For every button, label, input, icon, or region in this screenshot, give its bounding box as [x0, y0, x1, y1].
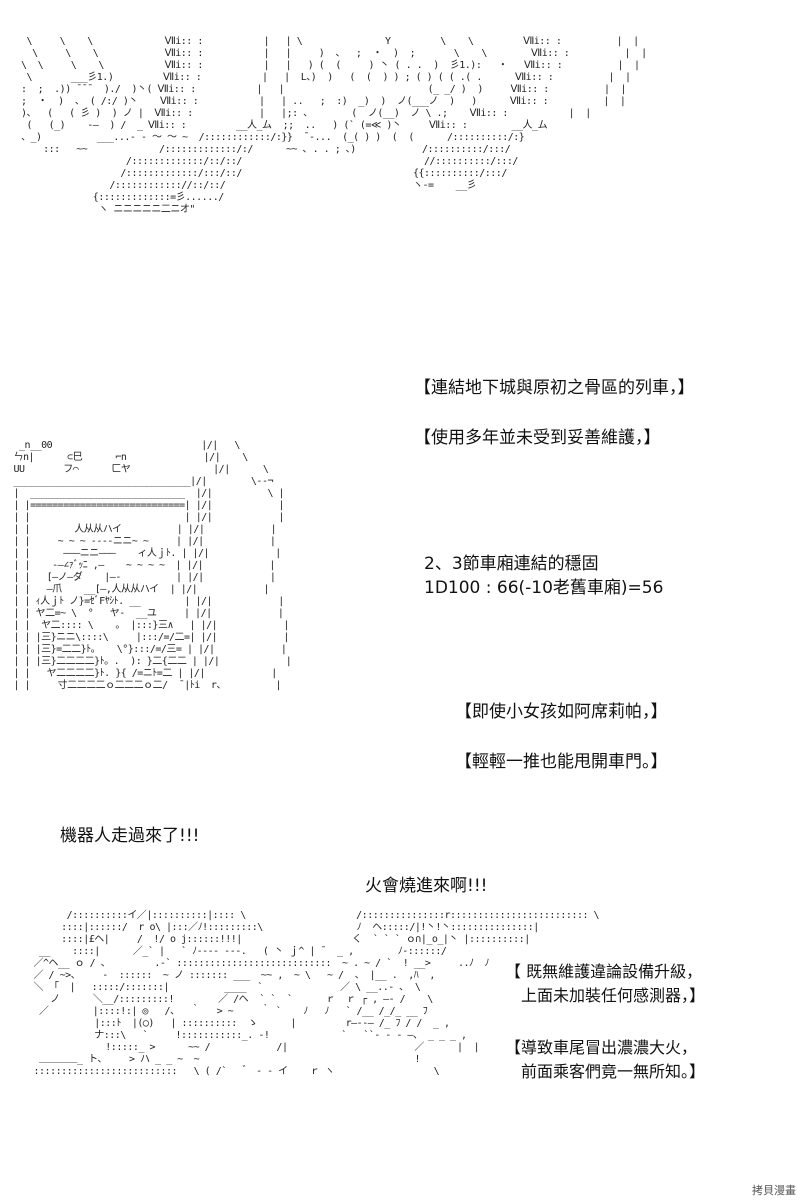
- credit-watermark: 拷貝漫畫: [752, 1184, 796, 1197]
- caption-no-sensors-b: 上面未加裝任何感測器，】: [521, 986, 706, 1005]
- caption-fire-unknown-a: 【導致車尾冒出濃濃大火，: [505, 1038, 698, 1057]
- caption-door: 【輕輕一推也能甩開車門。】: [455, 752, 668, 772]
- ascii-art-train-door: _n__00 |/| \ ㄣn| ⊂巳 ⌐n |/| \ UU フ⌒ ㄈヤ |/…: [13, 440, 292, 691]
- caption-maintenance: 【使用多年並未受到妥善維護，】: [414, 428, 661, 448]
- ascii-art-train-scene: \ \ \ Ⅶi:: : | | \ Y \ \ Ⅶi:: : | | \ \ …: [21, 36, 647, 215]
- shout-robot: 機器人走過來了!!!: [60, 826, 200, 846]
- shout-fire: 火會燒進來啊!!!: [365, 876, 488, 896]
- caption-asirpa: 【即使小女孩如阿席莉帕，】: [455, 702, 668, 722]
- check-roll: 1D100 : 66(-10老舊車廂)=56: [424, 578, 664, 598]
- caption-fire-unknown: 【導致車尾冒出濃濃大火， 前面乘客們竟一無所知。】: [505, 1036, 705, 1084]
- ascii-art-robot-fire: /::::::::::イ／|::::::::::|:::: \ /:::::::…: [33, 910, 600, 1077]
- caption-fire-unknown-b: 前面乘客們竟一無所知。】: [521, 1062, 706, 1081]
- caption-no-sensors: 【 既無維護違論設備升級， 上面未加裝任何感測器，】: [505, 960, 705, 1008]
- dice-check: 2、3節車廂連結的穩固 1D100 : 66(-10老舊車廂)=56: [424, 552, 663, 600]
- caption-train-intro: 【連結地下城與原初之骨區的列車，】: [414, 378, 695, 398]
- check-label: 2、3節車廂連結的穩固: [424, 554, 599, 574]
- caption-no-sensors-a: 【 既無維護違論設備升級，: [505, 962, 703, 981]
